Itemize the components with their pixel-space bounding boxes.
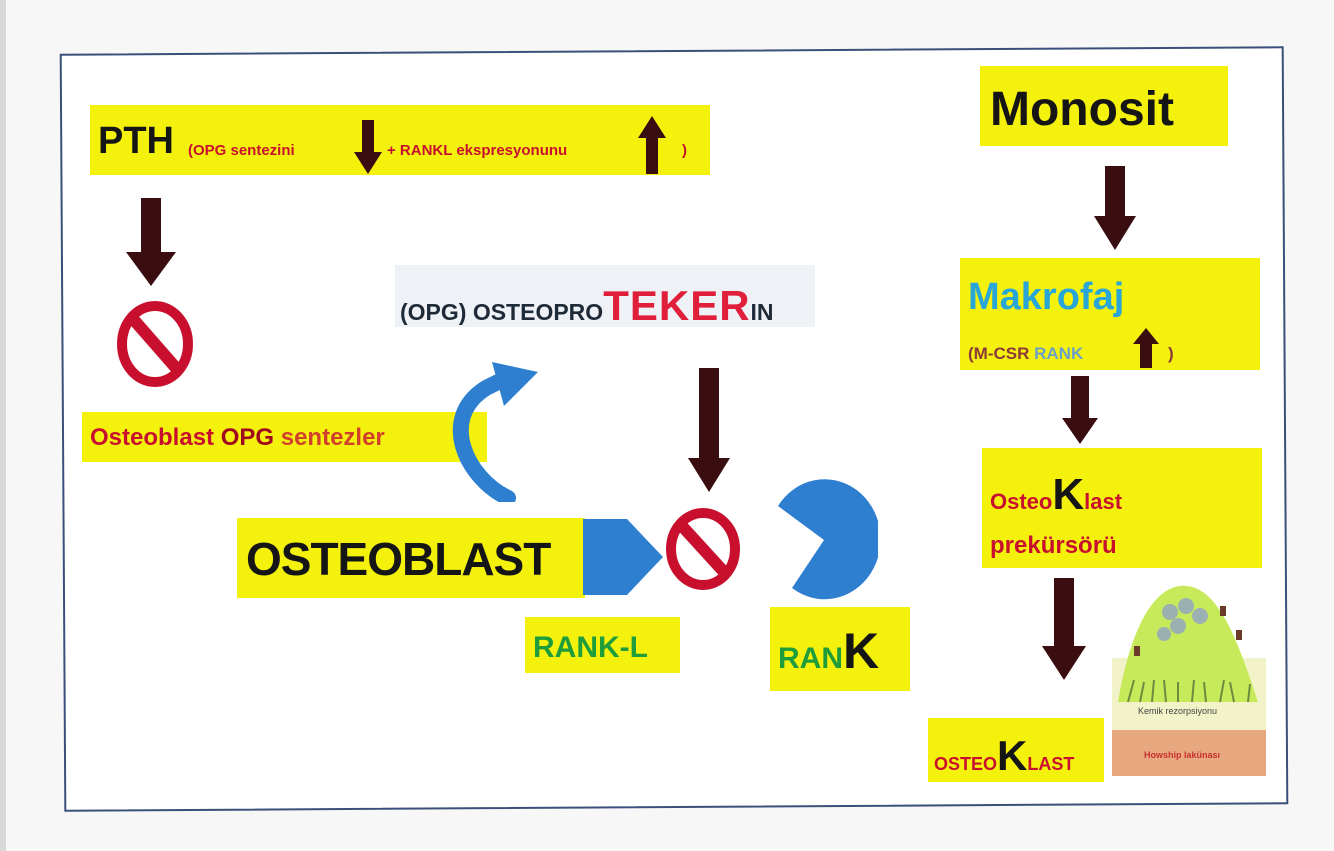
monosit-label: Monosit — [990, 82, 1174, 137]
makrofaj-title: Makrofaj — [968, 276, 1124, 319]
prohibition-icon — [116, 300, 194, 388]
opg-prefix: (OPG) OSTEOPRO — [400, 299, 603, 325]
prohibition-icon — [664, 506, 742, 592]
osteoklast-osteo: OSTEO — [934, 754, 997, 774]
makrofaj-sub-close: ) — [1168, 344, 1174, 364]
precursor-line2: prekürsörü — [990, 532, 1117, 560]
pentagon-ligand-shape — [583, 515, 665, 597]
precursor-last: last — [1084, 489, 1122, 514]
up-arrow-icon — [636, 116, 668, 174]
sentezler-word: sentezler — [281, 424, 385, 451]
down-arrow-icon — [1040, 578, 1088, 682]
opg-word: OPG — [221, 424, 274, 451]
pth-note-open: (OPG sentezini — [188, 142, 295, 159]
down-arrow-icon — [352, 120, 384, 174]
up-arrow-icon — [1132, 328, 1160, 368]
rank-sub-text: RANK — [1034, 344, 1083, 363]
mcsr-text: (M-CSR — [968, 344, 1029, 363]
pacman-receptor-shape — [770, 478, 878, 602]
down-arrow-icon — [124, 198, 178, 288]
osteoklast-k: K — [997, 732, 1027, 779]
makrofaj-sub: (M-CSR RANK — [968, 344, 1083, 364]
precursor-line1: OsteoKlast — [990, 470, 1122, 520]
rank-l-label: RANK-L — [533, 631, 648, 665]
precursor-osteo: Osteo — [990, 489, 1052, 514]
pth-note-middle: + RANKL ekspresyonunu — [387, 142, 567, 159]
curved-arrow-icon — [446, 348, 546, 502]
pth-title: PTH — [98, 120, 174, 163]
page-left-edge — [0, 0, 6, 851]
cell-caption-top: Kemik rezorpsiyonu — [1138, 706, 1217, 716]
down-arrow-icon — [686, 368, 732, 494]
osteoclast-cell-illustration: Kemik rezorpsiyonu Howship lakünası — [1108, 582, 1270, 780]
cell-caption-bottom: Howship lakünası — [1144, 750, 1220, 760]
rank-prefix: RAN — [778, 642, 843, 675]
precursor-k: K — [1052, 470, 1084, 519]
down-arrow-icon — [1060, 376, 1100, 446]
osteoklast-label: OSTEOKLAST — [934, 732, 1074, 780]
rank-suffix: K — [843, 623, 879, 679]
pth-banner — [90, 105, 710, 175]
opg-label: (OPG) OSTEOPROTEKERIN — [400, 282, 774, 330]
pth-note-close: ) — [682, 142, 687, 159]
osteoklast-last: LAST — [1027, 754, 1074, 774]
osteoblast-word: Osteoblast — [90, 424, 214, 451]
osteoblast-opg-text: Osteoblast OPG sentezler — [90, 424, 385, 452]
down-arrow-icon — [1092, 166, 1138, 252]
opg-suffix: IN — [751, 299, 774, 325]
osteoblast-label: OSTEOBLAST — [246, 532, 550, 586]
opg-teker: TEKER — [603, 282, 750, 329]
rank-label: RANK — [778, 622, 879, 680]
